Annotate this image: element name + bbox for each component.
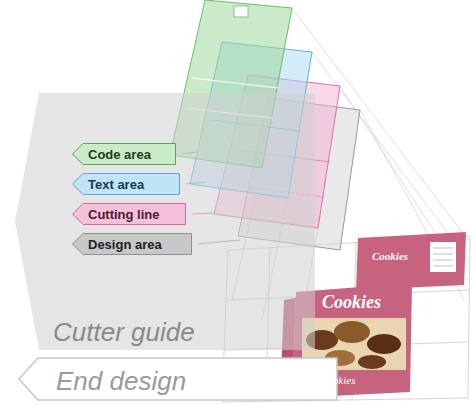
cutter-guide-band: Cutter guide Code areaText areaCutting li… xyxy=(15,93,315,350)
outline-path xyxy=(73,144,176,165)
end-design-band: End design xyxy=(18,357,338,401)
tag-label: Cutting line xyxy=(88,207,160,222)
package-text: Cookies xyxy=(372,250,408,262)
band-title: Cutter guide xyxy=(53,317,195,348)
tag-label: Text area xyxy=(88,177,144,192)
layer-tag: Design area xyxy=(72,233,192,255)
tag-label: Design area xyxy=(88,237,162,252)
tag-label: Code area xyxy=(88,147,151,162)
outline-path xyxy=(73,174,180,195)
band-title: End design xyxy=(56,366,186,397)
outline-path xyxy=(15,93,315,350)
outline-path xyxy=(73,234,192,255)
outline-path xyxy=(73,204,186,225)
outline-path xyxy=(19,358,337,400)
layer-tag: Code area xyxy=(72,143,176,165)
package-text: Cookies xyxy=(322,292,381,313)
package-text: Cookies xyxy=(320,374,355,386)
layer-tag: Cutting line xyxy=(72,203,186,225)
layer-tag: Text area xyxy=(72,173,180,195)
